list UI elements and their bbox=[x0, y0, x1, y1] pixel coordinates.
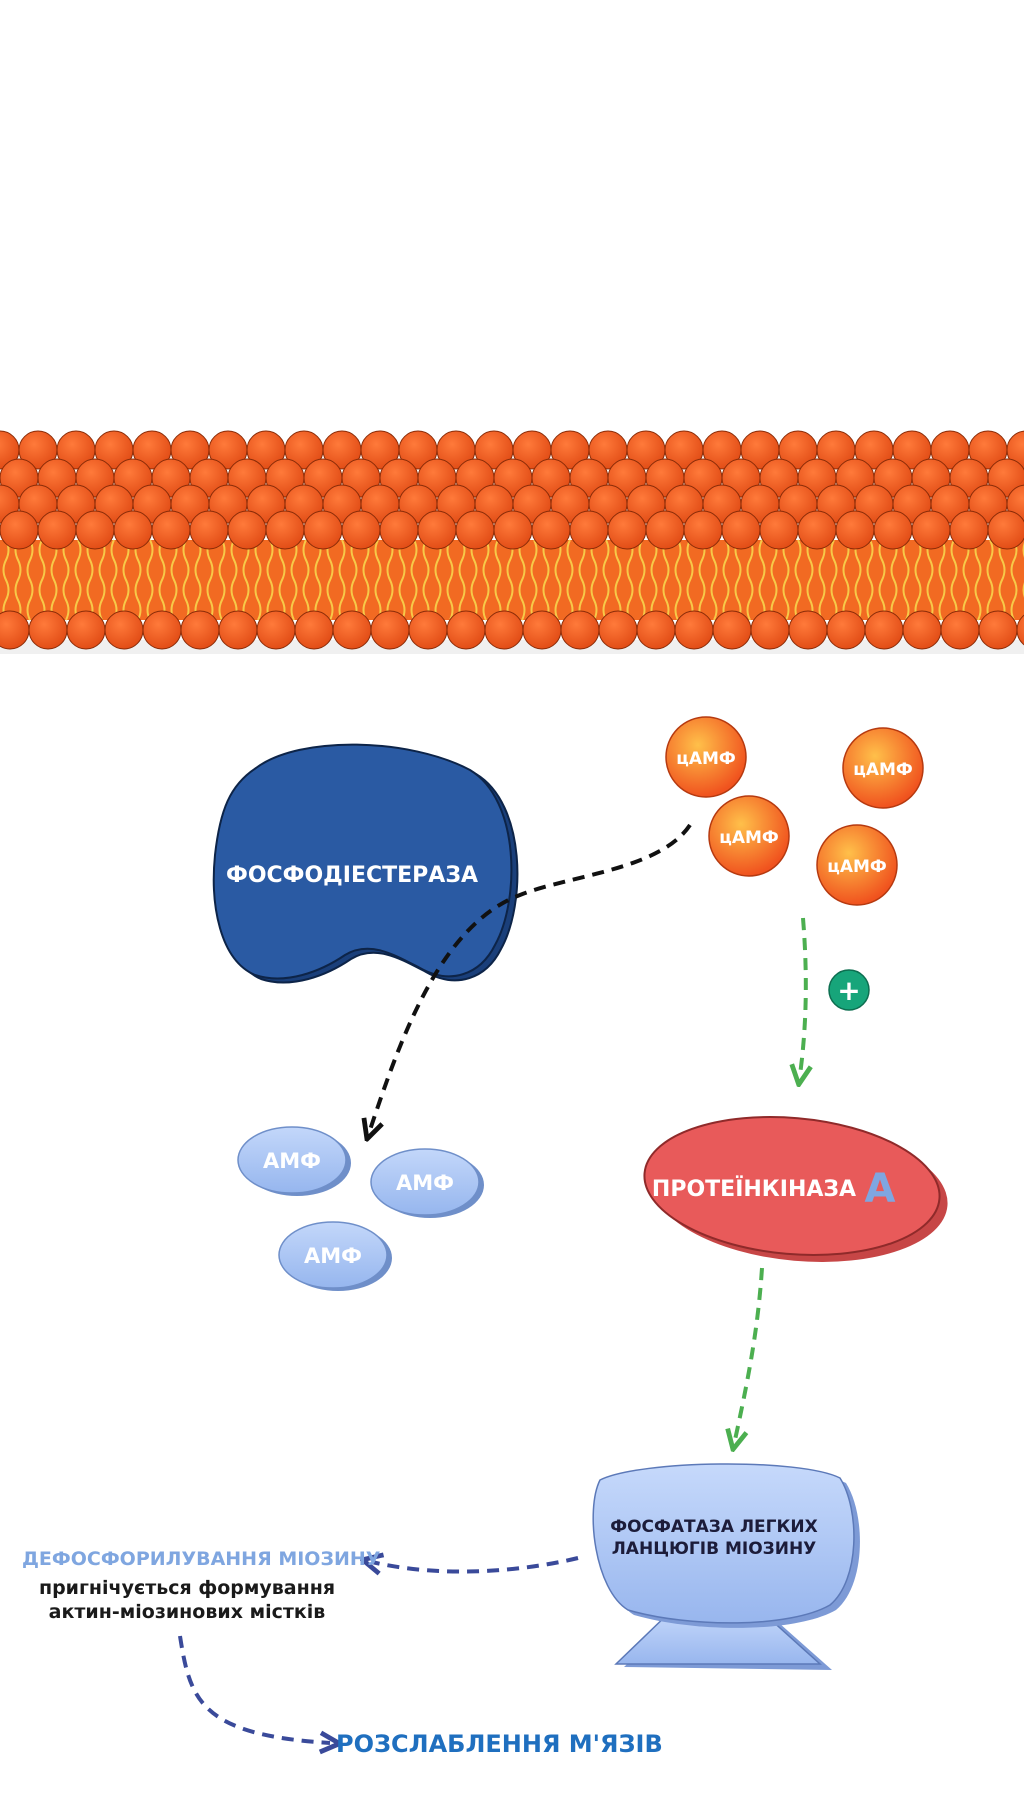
lipid-head bbox=[265, 510, 305, 550]
lipid-head bbox=[75, 510, 115, 550]
lipid-tails bbox=[0, 539, 1024, 621]
dephosphorylation-label: ДЕФОСФОРИЛУВАННЯ МІОЗИНУ bbox=[22, 1548, 381, 1570]
lipid-head bbox=[940, 610, 980, 650]
lipid-head bbox=[712, 610, 752, 650]
dephosphorylation-arrow bbox=[372, 1558, 579, 1572]
lipid-head bbox=[455, 510, 495, 550]
amp-label: АМФ bbox=[263, 1149, 321, 1173]
lipid-head bbox=[446, 610, 486, 650]
lipid-head bbox=[636, 610, 676, 650]
lipid-head bbox=[598, 610, 638, 650]
camp-molecule: цАМФ bbox=[842, 727, 924, 809]
lipid-heads-inner bbox=[0, 610, 1024, 650]
camp-label: цАМФ bbox=[719, 828, 779, 848]
lipid-head bbox=[864, 610, 904, 650]
kinase-to-phosphatase-arrow bbox=[735, 1267, 764, 1440]
lipid-head bbox=[522, 610, 562, 650]
lipid-head bbox=[104, 610, 144, 650]
amp-molecule: АМФ bbox=[237, 1126, 351, 1196]
lipid-head bbox=[645, 510, 685, 550]
lipid-head bbox=[370, 610, 410, 650]
lipid-head bbox=[569, 510, 609, 550]
muscle-relaxation-label: РОЗСЛАБЛЕННЯ М'ЯЗІВ bbox=[336, 1730, 663, 1758]
phosphatase-label-line2: ЛАНЦЮГІВ МІОЗИНУ bbox=[612, 1539, 817, 1559]
lipid-head bbox=[28, 610, 68, 650]
lipid-head bbox=[0, 510, 39, 550]
lipid-head bbox=[379, 510, 419, 550]
camp-group: цАМФ цАМФ цАМФ цАМФ bbox=[665, 716, 924, 906]
camp-label: цАМФ bbox=[676, 749, 736, 769]
camp-label: цАМФ bbox=[853, 760, 913, 780]
lipid-head bbox=[911, 510, 951, 550]
lipid-head bbox=[66, 610, 106, 650]
lipid-head bbox=[978, 610, 1018, 650]
lipid-head bbox=[341, 510, 381, 550]
lipid-head bbox=[113, 510, 153, 550]
phosphatase-label-line1: ФОСФАТАЗА ЛЕГКИХ bbox=[610, 1517, 818, 1537]
amp-molecule: АМФ bbox=[370, 1148, 484, 1218]
lipid-head bbox=[37, 510, 77, 550]
lipid-head bbox=[484, 610, 524, 650]
camp-label: цАМФ bbox=[827, 857, 887, 877]
camp-molecule: цАМФ bbox=[708, 795, 790, 877]
protein-kinase-a: ПРОТЕЇНКІНАЗА А bbox=[643, 1116, 948, 1262]
lipid-head bbox=[873, 510, 913, 550]
camp-molecule: цАМФ bbox=[816, 824, 898, 906]
lipid-head bbox=[180, 610, 220, 650]
lipid-head bbox=[835, 510, 875, 550]
protein-kinase-letter: А bbox=[865, 1166, 896, 1212]
lipid-head bbox=[759, 510, 799, 550]
lipid-head bbox=[674, 610, 714, 650]
lipid-head bbox=[788, 610, 828, 650]
lipid-heads-outer bbox=[0, 430, 1024, 550]
lipid-head bbox=[750, 610, 790, 650]
cell-membrane bbox=[0, 430, 1024, 654]
lipid-head bbox=[949, 510, 989, 550]
protein-kinase-label: ПРОТЕЇНКІНАЗА bbox=[652, 1176, 856, 1202]
svg-text:+: + bbox=[837, 974, 860, 1007]
lipid-head bbox=[1016, 614, 1024, 646]
lipid-head bbox=[227, 510, 267, 550]
phosphodiesterase-label: ФОСФОДІЕСТЕРАЗА bbox=[226, 863, 478, 888]
activation-arrow bbox=[800, 917, 806, 1075]
crossbridge-inhibition-label: пригнічується формування актин-міозинови… bbox=[38, 1577, 336, 1623]
amp-molecule: АМФ bbox=[278, 1221, 392, 1291]
lipid-head bbox=[417, 510, 457, 550]
mlc-phosphatase: ФОСФАТАЗА ЛЕГКИХ ЛАНЦЮГІВ МІОЗИНУ bbox=[592, 1463, 860, 1670]
lipid-head bbox=[303, 510, 343, 550]
lipid-head bbox=[218, 610, 258, 650]
lipid-head bbox=[797, 510, 837, 550]
lipid-head bbox=[987, 510, 1024, 550]
lipid-head bbox=[332, 610, 372, 650]
lipid-head bbox=[493, 510, 533, 550]
lipid-head bbox=[408, 610, 448, 650]
camp-molecule: цАМФ bbox=[665, 716, 747, 798]
lipid-head bbox=[151, 510, 191, 550]
lipid-head bbox=[256, 610, 296, 650]
amp-label: АМФ bbox=[396, 1171, 454, 1195]
lipid-head bbox=[560, 610, 600, 650]
lipid-head bbox=[721, 510, 761, 550]
lipid-head bbox=[294, 610, 334, 650]
amp-group: АМФ АМФ АМФ bbox=[237, 1126, 484, 1291]
lipid-head bbox=[607, 510, 647, 550]
lipid-head bbox=[826, 610, 866, 650]
lipid-head bbox=[902, 610, 942, 650]
lipid-head bbox=[683, 510, 723, 550]
lipid-head bbox=[142, 610, 182, 650]
lipid-head bbox=[189, 510, 229, 550]
relaxation-arrow bbox=[178, 1635, 330, 1743]
hydrolysis-arrow bbox=[370, 823, 692, 1130]
phosphodiesterase-enzyme: ФОСФОДІЕСТЕРАЗА bbox=[212, 743, 519, 984]
amp-label: АМФ bbox=[304, 1244, 362, 1268]
activation-plus-icon: + bbox=[828, 969, 870, 1011]
lipid-head bbox=[531, 510, 571, 550]
